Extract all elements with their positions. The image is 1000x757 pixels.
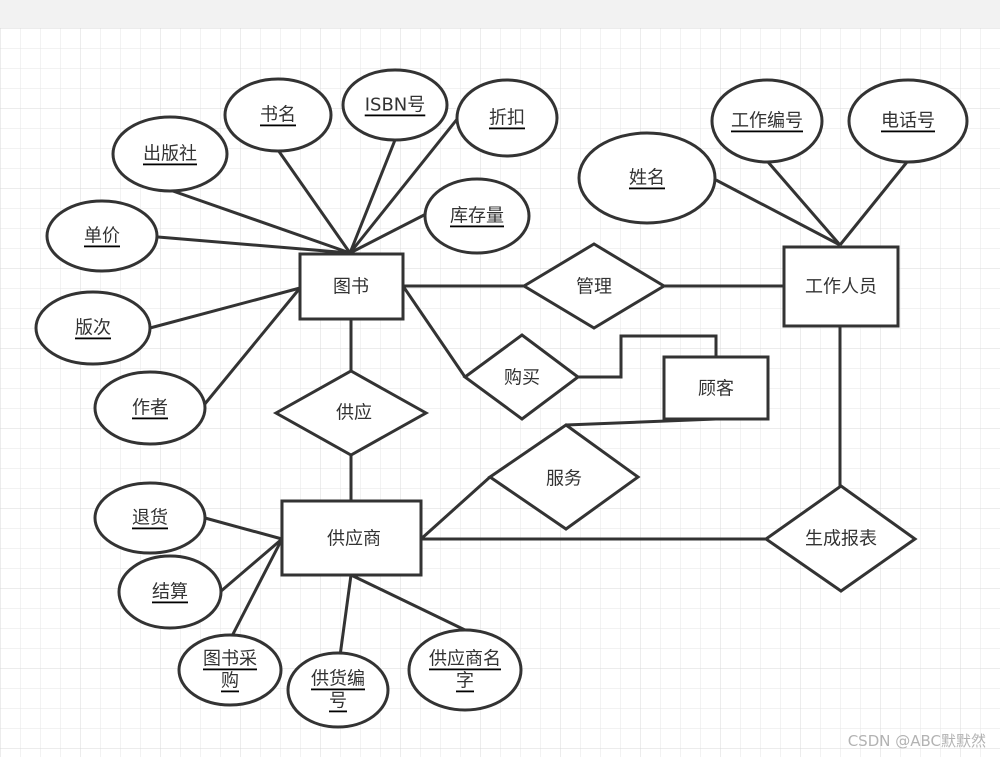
- label-attr-title: 书名: [260, 105, 296, 126]
- label-entity-staff: 工作人员: [805, 277, 877, 298]
- label-entity-customer: 顾客: [698, 379, 734, 400]
- entity-customer[interactable]: [662, 355, 770, 421]
- relationship-supply[interactable]: [272, 369, 430, 457]
- label-attr-staff-name: 姓名: [629, 168, 665, 189]
- attr-return[interactable]: [93, 481, 207, 555]
- label-attr-supplier-name-line1: 供应商名: [429, 649, 501, 670]
- label-attr-purchase-line2: 购: [221, 671, 239, 692]
- label-rel-report: 生成报表: [805, 529, 877, 550]
- label-rel-supply: 供应: [336, 403, 372, 424]
- attr-supplier-name[interactable]: [407, 628, 523, 712]
- label-rel-service: 服务: [546, 469, 582, 490]
- attr-settle[interactable]: [117, 554, 223, 630]
- connector-lines: [149, 117, 909, 657]
- label-attr-supplier-name-line2: 字: [456, 671, 474, 692]
- entity-book[interactable]: [298, 252, 405, 321]
- label-attr-stock: 库存量: [450, 206, 504, 227]
- attr-staff-id[interactable]: [710, 78, 824, 164]
- relationship-buy[interactable]: [462, 333, 581, 421]
- attr-author[interactable]: [93, 370, 207, 446]
- attr-supply-no[interactable]: [286, 651, 390, 729]
- label-attr-phone: 电话号: [881, 111, 935, 132]
- attr-price[interactable]: [45, 199, 159, 273]
- label-rel-manage: 管理: [576, 277, 612, 298]
- attr-purchase[interactable]: [177, 633, 283, 707]
- watermark: CSDN @ABC默默然: [847, 732, 986, 750]
- label-attr-isbn: ISBN号: [365, 95, 426, 116]
- label-attr-settle: 结算: [152, 582, 188, 603]
- label-attr-supply-no-line1: 供货编: [311, 669, 365, 690]
- label-attr-purchase-line1: 图书采: [203, 649, 257, 670]
- relationship-report[interactable]: [763, 484, 918, 593]
- attr-publisher[interactable]: [111, 115, 229, 193]
- attr-staff-name[interactable]: [577, 131, 717, 225]
- attr-phone[interactable]: [847, 78, 969, 164]
- label-attr-discount: 折扣: [489, 108, 525, 129]
- label-attr-supply-no-line2: 号: [329, 691, 347, 712]
- label-attr-author: 作者: [132, 398, 168, 419]
- entity-staff[interactable]: [782, 245, 900, 328]
- label-attr-edition: 版次: [75, 318, 111, 339]
- label-attr-price: 单价: [84, 226, 120, 247]
- label-entity-supplier: 供应商: [327, 529, 381, 550]
- attr-isbn[interactable]: [341, 68, 449, 142]
- attr-stock[interactable]: [423, 177, 531, 255]
- relationship-manage[interactable]: [521, 242, 667, 330]
- relationship-service[interactable]: [487, 423, 641, 531]
- window-top-bar: [0, 0, 1000, 28]
- attr-discount[interactable]: [455, 78, 559, 158]
- label-attr-return: 退货: [132, 508, 168, 529]
- attr-title[interactable]: [223, 77, 333, 153]
- entity-supplier[interactable]: [280, 499, 423, 577]
- label-entity-book: 图书: [333, 277, 369, 298]
- label-attr-staff-id: 工作编号: [731, 111, 803, 132]
- label-attr-publisher: 出版社: [143, 144, 197, 165]
- attr-edition[interactable]: [34, 290, 152, 366]
- label-rel-buy: 购买: [504, 368, 540, 389]
